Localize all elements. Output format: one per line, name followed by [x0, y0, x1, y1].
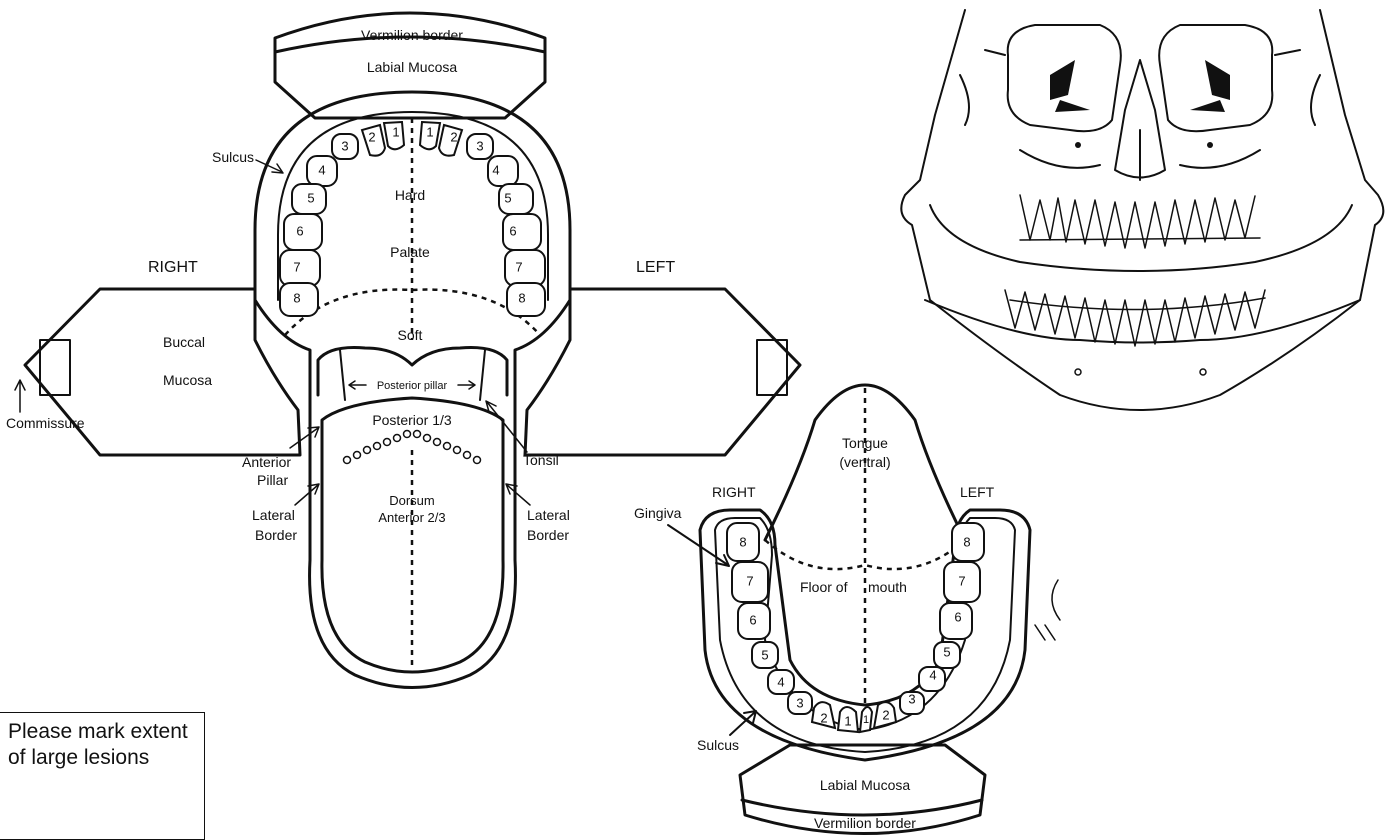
anterior-pillar-label-2: Pillar [257, 472, 288, 488]
tooth-number: 8 [293, 290, 300, 305]
lesion-note-text: Please mark extent of large lesions [8, 719, 198, 771]
left-lateral-border-arrow [506, 484, 530, 505]
tooth-number: 6 [296, 223, 303, 238]
tonsil-label: Tonsil [523, 452, 559, 468]
skull-illustration [901, 10, 1383, 410]
sulcus-label: Sulcus [212, 149, 254, 165]
mucosa-label: Mucosa [163, 372, 212, 388]
left-lateral-border-label-1: Lateral [527, 507, 570, 523]
anterior-pillar-arrow [290, 427, 319, 448]
buccal-label: Buccal [163, 334, 205, 350]
tooth-number: 4 [318, 162, 325, 177]
tooth-number: 2 [450, 129, 457, 144]
floor-of-label: Floor of [800, 579, 848, 595]
tooth-number: 6 [749, 612, 756, 627]
tooth-number: 4 [492, 162, 499, 177]
lower-labial-mucosa-label: Labial Mucosa [820, 777, 910, 793]
tooth-number: 4 [929, 667, 936, 682]
tooth-number: 6 [954, 609, 961, 624]
tooth-number: 7 [958, 573, 965, 588]
tooth-number: 8 [518, 290, 525, 305]
gingiva-arrow [668, 525, 729, 566]
posterior-pillar-arrow-right [458, 381, 475, 389]
lower-left-label: LEFT [960, 484, 995, 500]
anterior-two-thirds-label: Anterior 2/3 [378, 510, 445, 525]
tooth-number: 5 [307, 190, 314, 205]
hard-label: Hard [395, 187, 425, 203]
tooth-number: 4 [777, 674, 784, 689]
upper-vermilion-border-label: Vermilion border [361, 27, 463, 43]
tooth-number: 3 [341, 138, 348, 153]
palate-label: Palate [390, 244, 430, 260]
right-lateral-border-label-1: Lateral [252, 507, 295, 523]
lower-sulcus-arrow [730, 711, 756, 735]
lower-oral-diagram: Labial Mucosa Vermilion border 8 7 6 5 4… [634, 385, 1030, 834]
commissure-label: Commissure [6, 415, 85, 431]
tooth-number: 2 [820, 710, 827, 725]
lower-teeth-left[interactable]: 8 7 6 5 4 3 2 [860, 523, 984, 732]
lower-vermilion-border-label: Vermilion border [814, 815, 916, 831]
tooth-number: 1 [392, 124, 399, 139]
tooth-number: 7 [746, 573, 753, 588]
ventral-label: (ventral) [839, 454, 890, 470]
posterior-third-label: Posterior 1/3 [372, 412, 452, 428]
upper-teeth-left[interactable]: 1 2 3 4 5 6 7 8 [420, 122, 545, 316]
tooth-number: 1 [844, 713, 851, 728]
floor-of-mouth-line [765, 540, 965, 569]
tooth-number: 8 [963, 534, 970, 549]
tooth-number: 1 [863, 714, 869, 726]
upper-right-label: RIGHT [148, 259, 198, 276]
tooth-number: 7 [293, 259, 300, 274]
circumvallate-papillae [344, 431, 481, 464]
tooth-number: 6 [509, 223, 516, 238]
upper-left-label: LEFT [636, 259, 675, 276]
upper-labial-mucosa-label: Labial Mucosa [367, 59, 457, 75]
tooth-number: 5 [943, 644, 950, 659]
soft-label: Soft [398, 327, 423, 343]
fragment-marks [1035, 580, 1060, 640]
commissure-arrow [15, 380, 25, 412]
tongue-label: Tongue [842, 435, 888, 451]
right-lateral-border-label-2: Border [255, 527, 297, 543]
anterior-pillar-label-1: Anterior [242, 454, 291, 470]
lesion-note-box[interactable]: Please mark extent of large lesions [0, 712, 205, 840]
upper-oral-diagram: Vermilion border Labial Mucosa [6, 13, 800, 688]
tooth-number: 2 [368, 129, 375, 144]
dorsum-label: Dorsum [389, 493, 435, 508]
right-posterior-pillar-line [340, 350, 345, 400]
tooth-number: 2 [882, 707, 889, 722]
tooth-number: 8 [739, 534, 746, 549]
tooth-number: 7 [515, 259, 522, 274]
left-lateral-border-label-2: Border [527, 527, 569, 543]
posterior-pillar-label: Posterior pillar [377, 380, 448, 392]
right-lateral-border-arrow [295, 484, 319, 505]
tooth-number: 3 [796, 695, 803, 710]
tooth-number: 3 [908, 691, 915, 706]
tooth-number: 5 [761, 647, 768, 662]
tonsil-arrow [486, 401, 527, 452]
left-posterior-pillar-line [480, 350, 485, 400]
left-buccal-flap[interactable] [525, 289, 800, 455]
mouth-label: mouth [868, 579, 907, 595]
lower-sulcus-label: Sulcus [697, 737, 739, 753]
upper-teeth-right[interactable]: 1 2 3 4 5 6 7 8 [280, 122, 404, 316]
posterior-pillar-arrow-left [349, 381, 366, 389]
gingiva-label: Gingiva [634, 505, 682, 521]
tooth-number: 5 [504, 190, 511, 205]
tooth-number: 3 [476, 138, 483, 153]
tooth-number: 1 [426, 124, 433, 139]
lower-right-label: RIGHT [712, 484, 756, 500]
